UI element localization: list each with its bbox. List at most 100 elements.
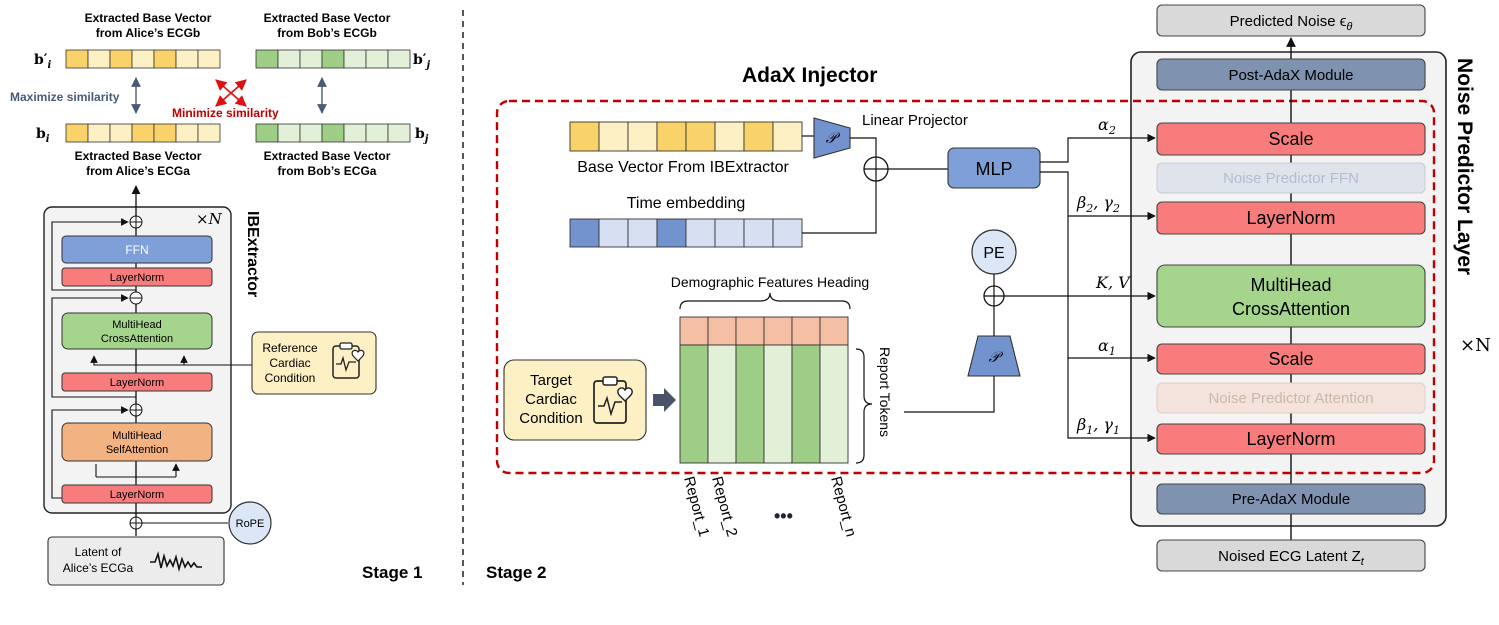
stage2-label: Stage 2 — [486, 563, 546, 582]
mlp-box — [947, 147, 1041, 189]
extractor-ffn-label: FFN — [125, 243, 148, 257]
projector-to-add — [850, 137, 877, 157]
beta2-gamma2-label: β2, γ2 — [1076, 193, 1120, 215]
alice-caption-1: Extracted Base Vector — [75, 149, 202, 163]
scale-bottom-label: Scale — [1268, 349, 1313, 369]
target-line-1: Target — [530, 372, 573, 389]
extractor-layernorm-bottom — [61, 484, 213, 504]
ecg-waveform-icon — [150, 551, 202, 573]
oplus-node-2 — [129, 291, 143, 305]
scale-top-box — [1156, 122, 1426, 156]
alice-caption-2: from Alice’s ECGa — [86, 164, 190, 178]
extractor-cross-attn-line1: MultiHead — [112, 319, 162, 331]
layernorm-top-box — [1156, 201, 1426, 235]
reference-line-2: Cardiac — [269, 356, 310, 370]
minimize-similarity-label: Minimize similarity — [172, 106, 279, 120]
noise-cross-attn-line2: CrossAttention — [1232, 299, 1350, 319]
vector-b-i — [65, 123, 221, 143]
noise-predictor-title: Noise Predictor Layer — [1453, 58, 1476, 275]
adax-title: AdaX Injector — [742, 64, 877, 87]
extractor-ffn-box — [61, 235, 213, 264]
report-tokens-brace — [855, 348, 873, 464]
extractor-layernorm-top — [61, 267, 213, 287]
clipboard-heart-icon-target — [593, 376, 633, 424]
self-attn-inputs — [95, 464, 176, 477]
arrow-right-icon — [653, 388, 676, 412]
layernorm-top-label: LayerNorm — [1246, 208, 1335, 228]
label-b-i: bi — [36, 126, 50, 145]
oplus-node-rope — [129, 516, 143, 530]
latent-line-1: Latent of — [75, 545, 122, 559]
reports-to-projector — [904, 376, 995, 413]
extractor-self-attn-line1: MultiHead — [112, 430, 162, 442]
target-line-3: Condition — [519, 410, 582, 427]
reference-line-1: Reference — [262, 341, 318, 355]
vector-b-j — [255, 123, 411, 143]
report-1-label: Report_1 — [680, 475, 712, 539]
noise-cross-attn-line1: MultiHead — [1250, 275, 1331, 295]
scale-bottom-box — [1156, 343, 1426, 375]
alpha1-label: α1 — [1098, 336, 1116, 358]
linear-projector-label: Linear Projector — [862, 112, 968, 129]
reference-line-a — [90, 355, 252, 366]
pe-label: PE — [983, 245, 1004, 262]
residual-2 — [51, 294, 136, 398]
time-embedding-vector — [569, 218, 803, 248]
report-projector-shape — [967, 335, 1021, 377]
noise-attn-faded-box — [1156, 382, 1426, 414]
label-b-j: bj — [415, 126, 429, 145]
extractor-layernorm-mid-label: LayerNorm — [110, 377, 164, 389]
predicted-noise-box — [1156, 4, 1426, 37]
label-b-prime-j: b′j — [413, 52, 430, 71]
extractor-layernorm-bottom-label: LayerNorm — [110, 489, 164, 501]
predicted-noise-label: Predicted Noise ϵθ — [1230, 13, 1353, 33]
base-vector-label: Base Vector From IBExtractor — [577, 159, 789, 176]
scale-top-label: Scale — [1268, 129, 1313, 149]
noise-attn-faded-label: Noise Predictor Attention — [1208, 390, 1373, 407]
oplus-node-time — [863, 156, 889, 182]
maximize-similarity-label: Maximize similarity — [10, 90, 120, 104]
bob-caption-2: from Bob’s ECGa — [278, 164, 377, 178]
report-2-label: Report_2 — [708, 475, 740, 539]
latent-line-2: Alice’s ECGa — [63, 561, 134, 575]
time-embedding-label: Time embedding — [627, 195, 746, 212]
stage1-label: Stage 1 — [362, 563, 422, 582]
layernorm-bottom-label: LayerNorm — [1246, 429, 1335, 449]
bob-prime-caption-1: Extracted Base Vector — [264, 11, 391, 25]
extractor-self-attn-line2: SelfAttention — [106, 444, 168, 456]
noise-ffn-faded-label: Noise Predictor FFN — [1223, 170, 1359, 187]
vector-b-prime-i — [65, 49, 221, 69]
extractor-layernorm-top-label: LayerNorm — [110, 272, 164, 284]
noised-latent-box — [1156, 539, 1426, 572]
report-tokens-label: Report Tokens — [877, 347, 893, 437]
ibextractor-repeat: ×N — [196, 210, 223, 228]
noise-ffn-faded-box — [1156, 162, 1426, 194]
extractor-cross-attn-line2: CrossAttention — [101, 333, 173, 345]
oplus-node-3 — [129, 403, 143, 417]
base-vector — [569, 121, 803, 152]
bob-prime-caption-2: from Bob’s ECGb — [277, 26, 377, 40]
extractor-cross-attention-box — [61, 312, 213, 350]
clipboard-heart-icon-ref — [332, 342, 365, 379]
pre-adax-box — [1156, 483, 1426, 515]
minimize-arrow-b — [215, 79, 247, 107]
rope-circle — [228, 501, 272, 545]
mlp-to-layernorm-bottom — [1067, 358, 1156, 443]
reference-line-3: Condition — [265, 371, 316, 385]
adax-injector-region — [495, 99, 1436, 475]
residual-3 — [51, 218, 136, 291]
oplus-node-pe — [983, 285, 1005, 307]
demographic-brace — [679, 292, 851, 310]
linear-projector-shape — [813, 117, 851, 159]
beta1-gamma1-label: β1, γ1 — [1076, 415, 1120, 437]
report-token-table — [679, 316, 849, 464]
target-line-2: Cardiac — [525, 391, 577, 408]
mlp-to-scale-top — [1040, 133, 1156, 163]
noise-cross-attention-box — [1156, 264, 1426, 328]
mlp-label: MLP — [975, 159, 1012, 179]
noised-latent-label: Noised ECG Latent Zt — [1218, 548, 1365, 568]
layernorm-bottom-box — [1156, 423, 1426, 455]
post-adax-label: Post-AdaX Module — [1228, 67, 1353, 84]
ibextractor-title: IBExtractor — [244, 211, 261, 297]
